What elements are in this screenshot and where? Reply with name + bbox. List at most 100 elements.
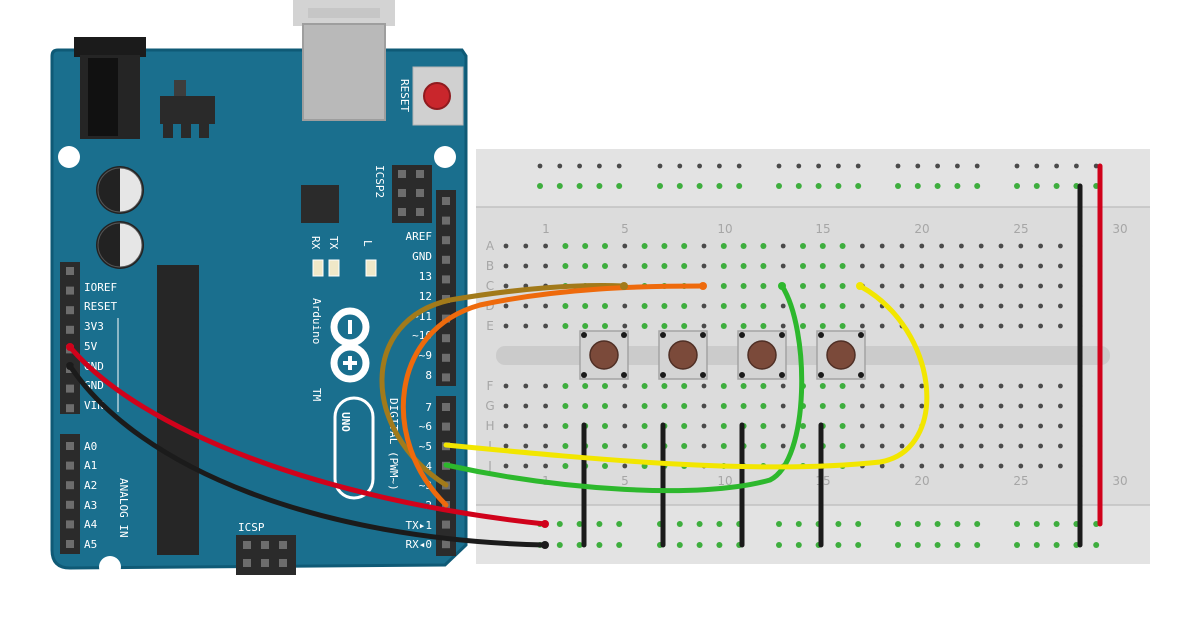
- wire-brown: [379, 283, 627, 488]
- pin-label: 12: [419, 290, 432, 303]
- breadboard-hole: [879, 463, 885, 469]
- header-pin: [66, 540, 74, 548]
- breadboard-hole: [562, 403, 569, 409]
- breadboard-hole: [760, 443, 767, 449]
- breadboard-hole: [1093, 542, 1100, 548]
- breadboard-hole: [562, 323, 569, 329]
- breadboard-hole: [959, 323, 964, 329]
- breadboard-hole: [582, 383, 589, 389]
- breadboard-hole: [776, 542, 782, 548]
- push-button-1[interactable]: [579, 330, 629, 380]
- push-button-3[interactable]: [737, 330, 787, 380]
- pin-label: RESET: [84, 300, 117, 313]
- col-label-top: 25: [1013, 222, 1028, 236]
- breadboard-hole: [998, 323, 1004, 329]
- breadboard-hole: [1058, 263, 1063, 269]
- icsp-header: [236, 535, 296, 575]
- breadboard-hole: [974, 542, 981, 548]
- reset-button[interactable]: [412, 66, 464, 126]
- breadboard-hole: [998, 443, 1004, 449]
- breadboard-hole: [1033, 521, 1040, 527]
- breadboard-hole: [780, 243, 786, 249]
- breadboard-hole: [974, 183, 981, 189]
- breadboard-hole: [1053, 183, 1060, 189]
- breadboard-hole: [641, 403, 648, 409]
- push-button-2[interactable]: [658, 330, 708, 380]
- breadboard-hole: [681, 243, 688, 249]
- pin-label: ~6: [419, 420, 432, 433]
- breadboard-hole: [899, 303, 905, 309]
- analog-pin-labels: A0 A1 A2 A3 A4 A5: [84, 440, 98, 551]
- breadboard-hole: [839, 423, 846, 429]
- breadboard-hole: [503, 463, 509, 469]
- breadboard-hole: [661, 263, 668, 269]
- breadboard-hole: [978, 403, 984, 409]
- pin-label: A0: [84, 440, 97, 453]
- col-label-top: 5: [621, 222, 629, 236]
- breadboard-hole: [1058, 463, 1063, 469]
- usb-chip: [301, 185, 339, 223]
- row-letters: A B C D E F G H I J: [485, 239, 495, 473]
- breadboard-hole: [696, 521, 703, 527]
- wire-end: [66, 362, 74, 370]
- breadboard-hole: [562, 423, 569, 429]
- breadboard-hole: [701, 243, 707, 249]
- breadboard-hole: [959, 383, 964, 389]
- arduino-uno-board: RESET ICSP2 TX RX L Ar: [50, 0, 468, 578]
- breadboard-hole: [523, 443, 529, 449]
- pin-label: A4: [84, 518, 98, 531]
- breadboard-hole: [736, 183, 743, 189]
- breadboard-hole: [955, 163, 960, 169]
- breadboard-hole: [1034, 163, 1040, 169]
- breadboard-hole: [1058, 423, 1063, 429]
- breadboard-hole: [959, 243, 964, 249]
- breadboard-hole: [895, 183, 901, 189]
- breadboard-hole: [1053, 542, 1060, 548]
- breadboard-hole: [839, 303, 846, 309]
- pin-label: 3V3: [84, 320, 104, 333]
- row-label: I: [488, 439, 492, 453]
- dc-power-jack: [74, 37, 146, 139]
- breadboard-hole: [1014, 163, 1020, 169]
- pin-label: A1: [84, 459, 97, 472]
- breadboard-hole: [959, 263, 964, 269]
- brand-text: Arduino: [310, 298, 323, 344]
- breadboard-hole: [819, 303, 826, 309]
- col-label-top: 1: [542, 222, 550, 236]
- breadboard-hole: [919, 383, 925, 389]
- breadboard-hole: [616, 542, 623, 548]
- breadboard-hole: [661, 403, 668, 409]
- breadboard-hole: [696, 542, 703, 548]
- breadboard-hole: [959, 283, 964, 289]
- breadboard-hole: [839, 243, 846, 249]
- digital-header-top: [436, 190, 456, 386]
- breadboard-hole: [1018, 463, 1024, 469]
- breadboard-hole: [978, 243, 984, 249]
- breadboard-hole: [800, 303, 806, 309]
- header-pin: [442, 255, 450, 264]
- breadboard-hole: [1018, 423, 1024, 429]
- breadboard-hole: [556, 521, 563, 527]
- pin-label: TX▸1: [406, 519, 433, 532]
- breadboard-hole: [860, 423, 865, 429]
- breadboard-hole: [839, 383, 846, 389]
- breadboard-hole: [796, 163, 802, 169]
- push-button-4[interactable]: [816, 330, 866, 380]
- pin-label: ~9: [419, 349, 432, 362]
- header-pin: [66, 461, 74, 470]
- breadboard-hole: [899, 243, 905, 249]
- breadboard-hole: [576, 521, 583, 527]
- col-label-bottom: 5: [621, 474, 629, 488]
- analog-header: [60, 434, 80, 554]
- breadboard-hole: [661, 383, 668, 389]
- breadboard-hole: [622, 403, 628, 409]
- breadboard-hole: [819, 263, 826, 269]
- header-pin: [66, 286, 74, 295]
- breadboard-hole: [1033, 542, 1040, 548]
- led-tx: [312, 259, 324, 277]
- breadboard-hole: [800, 243, 806, 249]
- breadboard-hole: [602, 303, 608, 309]
- wire-orange: [400, 283, 706, 508]
- breadboard-hole: [641, 303, 648, 309]
- breadboard-hole: [740, 303, 747, 309]
